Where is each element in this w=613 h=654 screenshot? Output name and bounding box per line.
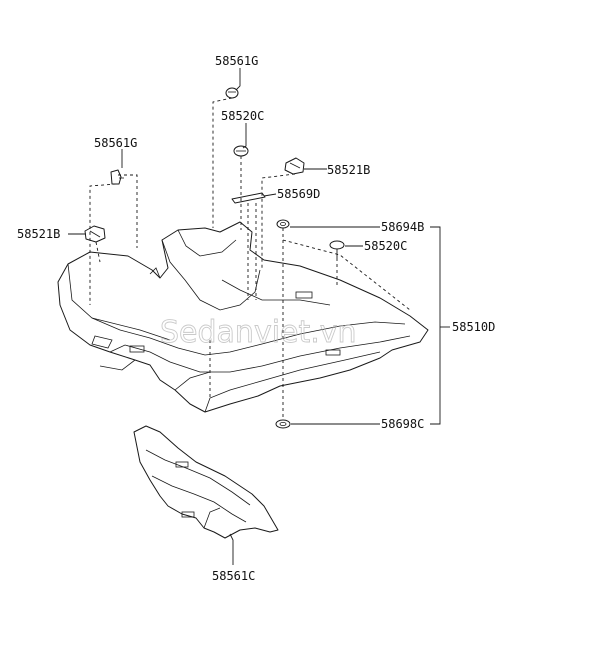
floor-carpet-assembly [57,221,429,413]
holder-left-icon [84,225,106,243]
plug-bottom-icon [275,419,291,429]
grommet-top-icon [233,145,249,157]
label-plug-bottom: 58698C [381,417,424,431]
assembly-lines [89,97,411,419]
label-clip-front: 58561C [212,569,255,583]
label-carpet-assembly: 58510D [452,320,495,334]
label-plug-top: 58694B [381,220,424,234]
label-holder-right: 58521B [327,163,370,177]
label-spacer: 58569D [277,187,320,201]
spacer-icon [231,192,266,204]
holder-right-icon [284,157,305,175]
watermark-text: Sedanviet.vn [160,315,357,350]
part-labels: 58561G 58561G 58520C 58521B 58521B 58569… [17,54,495,583]
leader-lines [68,68,450,565]
label-holder-left: 58521B [17,227,60,241]
front-carpet-piece [133,425,279,539]
label-grommet-right: 58520C [364,239,407,253]
label-clip-left: 58561G [94,136,137,150]
grommet-right-icon [329,240,345,258]
label-grommet-top: 58520C [221,109,264,123]
clip-left-icon [110,169,124,185]
plug-top-icon [276,219,290,229]
label-clip-top: 58561G [215,54,258,68]
clip-top-icon [225,87,239,99]
